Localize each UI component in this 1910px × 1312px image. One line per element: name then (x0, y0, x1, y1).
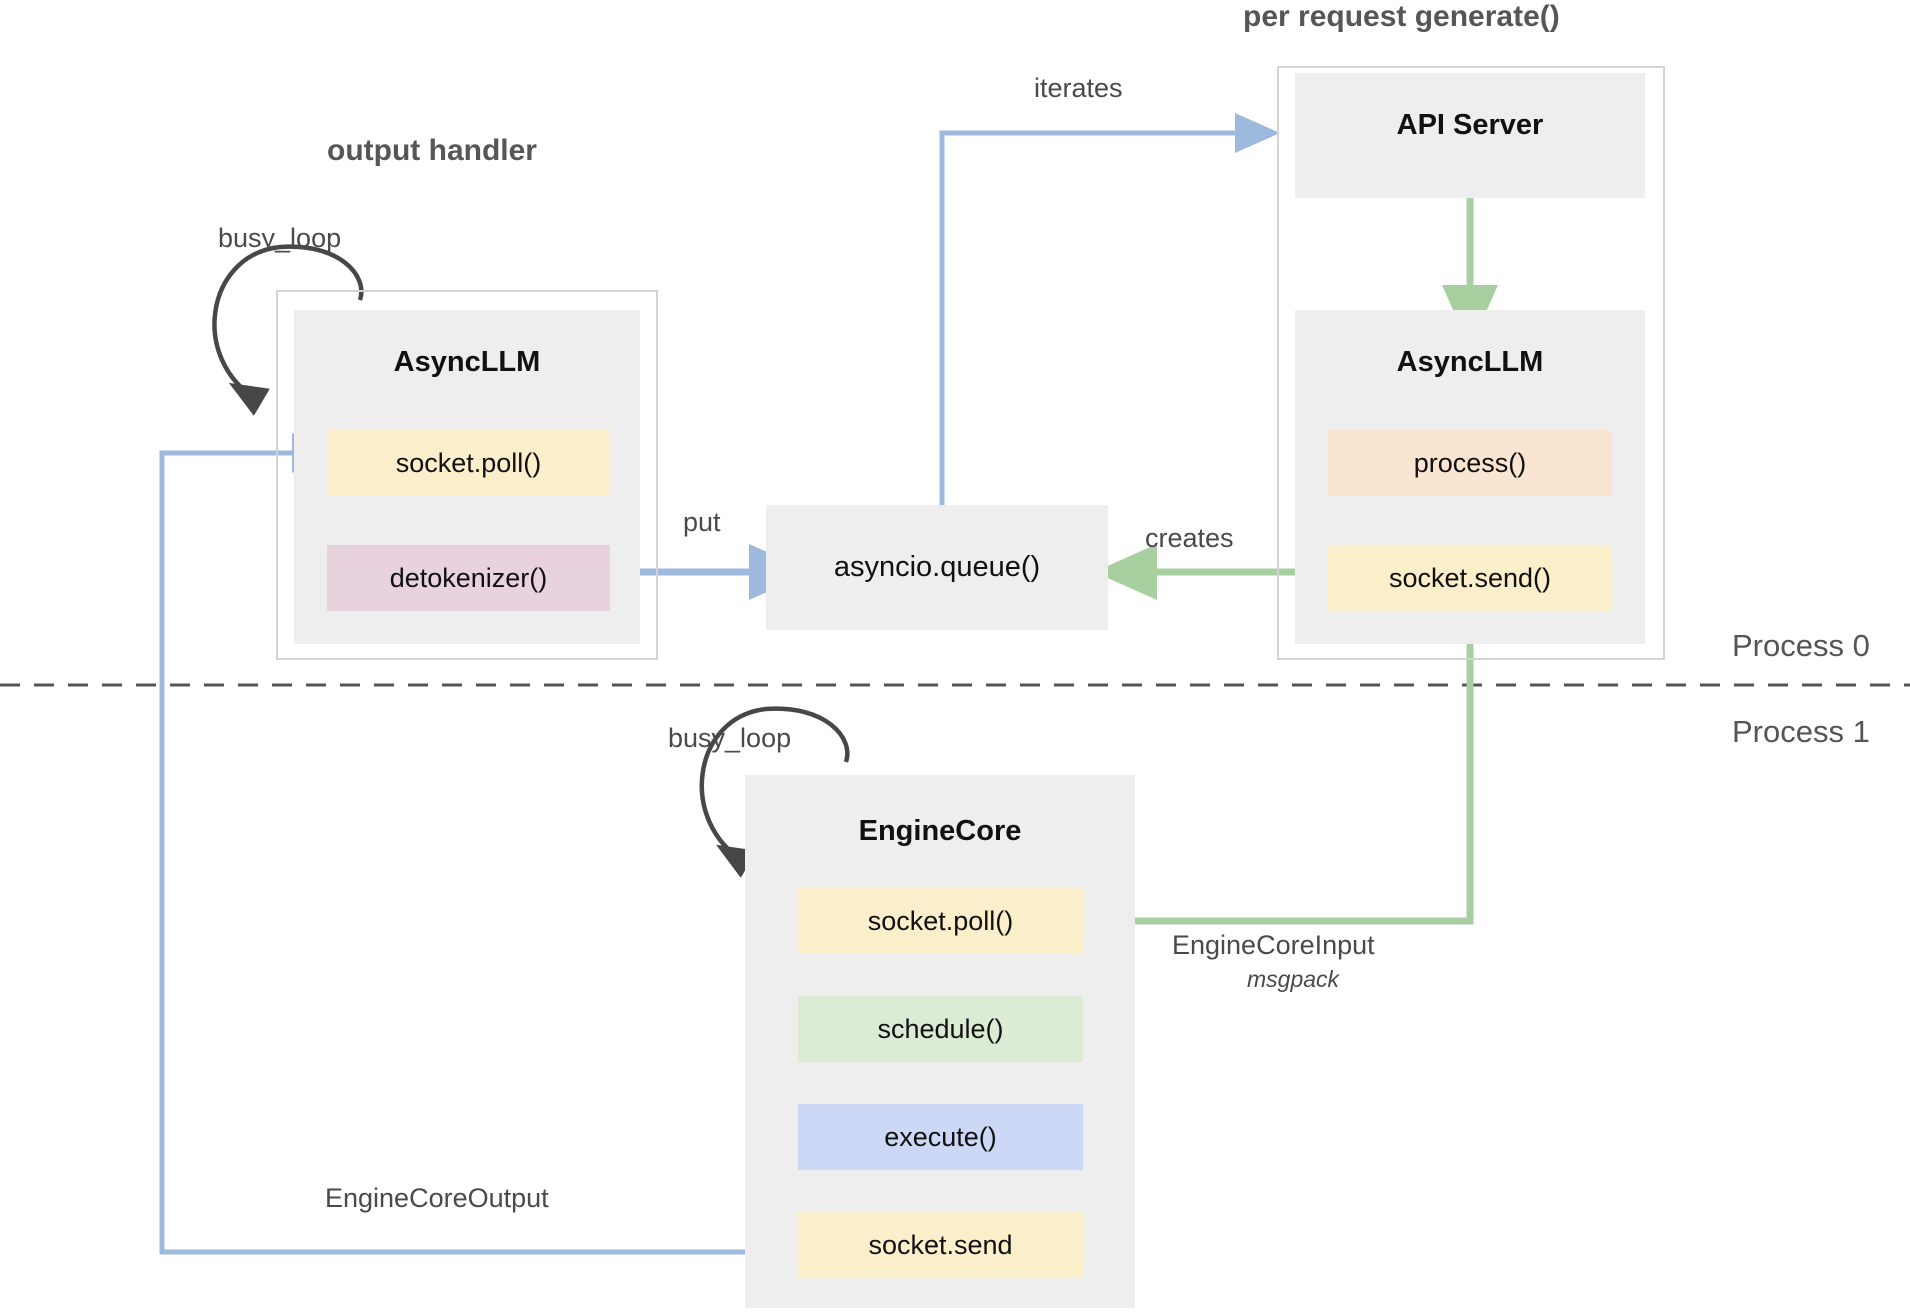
sub-socket-poll[interactable]: socket.poll() (798, 888, 1083, 954)
edge-label-creates: creates (1145, 523, 1234, 553)
component-title: AsyncLLM (393, 346, 541, 378)
component-enginecore: EngineCore socket.poll() schedule() exec… (745, 775, 1135, 1308)
edge-label-put: put (683, 507, 721, 537)
group-title-per-request: per request generate() (1243, 0, 1560, 33)
sub-schedule[interactable]: schedule() (798, 996, 1083, 1062)
process-label-bottom: Process 1 (1732, 714, 1870, 749)
component-title: AsyncLLM (1396, 346, 1544, 378)
component-asyncio-queue[interactable]: asyncio.queue() (766, 505, 1108, 630)
sub-socket-send[interactable]: socket.send() (1328, 545, 1612, 611)
component-asyncllm-right: AsyncLLM process() socket.send() (1295, 310, 1645, 644)
iterates-arrow (939, 113, 1280, 505)
component-api-server: API Server (1295, 73, 1645, 198)
edge-label-msgpack: msgpack (1247, 966, 1340, 992)
group-title-output-handler: output handler (327, 134, 537, 167)
component-title: EngineCore (858, 815, 1022, 847)
edge-label-enginecoreoutput: EngineCoreOutput (325, 1183, 549, 1213)
edge-label-iterates: iterates (1034, 73, 1123, 103)
process-label-top: Process 0 (1732, 628, 1870, 663)
component-asyncllm-left: AsyncLLM socket.poll() detokenizer() (294, 310, 640, 644)
sub-execute[interactable]: execute() (798, 1104, 1083, 1170)
sub-detokenizer[interactable]: detokenizer() (327, 545, 610, 611)
sub-socket-send[interactable]: socket.send (798, 1212, 1083, 1278)
edge-label-enginecoreinput: EngineCoreInput (1172, 930, 1375, 960)
per-request-frame (1277, 66, 1665, 660)
output-handler-frame (276, 290, 658, 660)
component-title: API Server (1396, 109, 1544, 141)
sub-socket-poll[interactable]: socket.poll() (327, 430, 610, 496)
edge-label-busy-loop-engine: busy_loop (668, 723, 792, 753)
sub-process[interactable]: process() (1328, 430, 1612, 496)
edge-label-busy-loop-left: busy_loop (218, 223, 342, 253)
